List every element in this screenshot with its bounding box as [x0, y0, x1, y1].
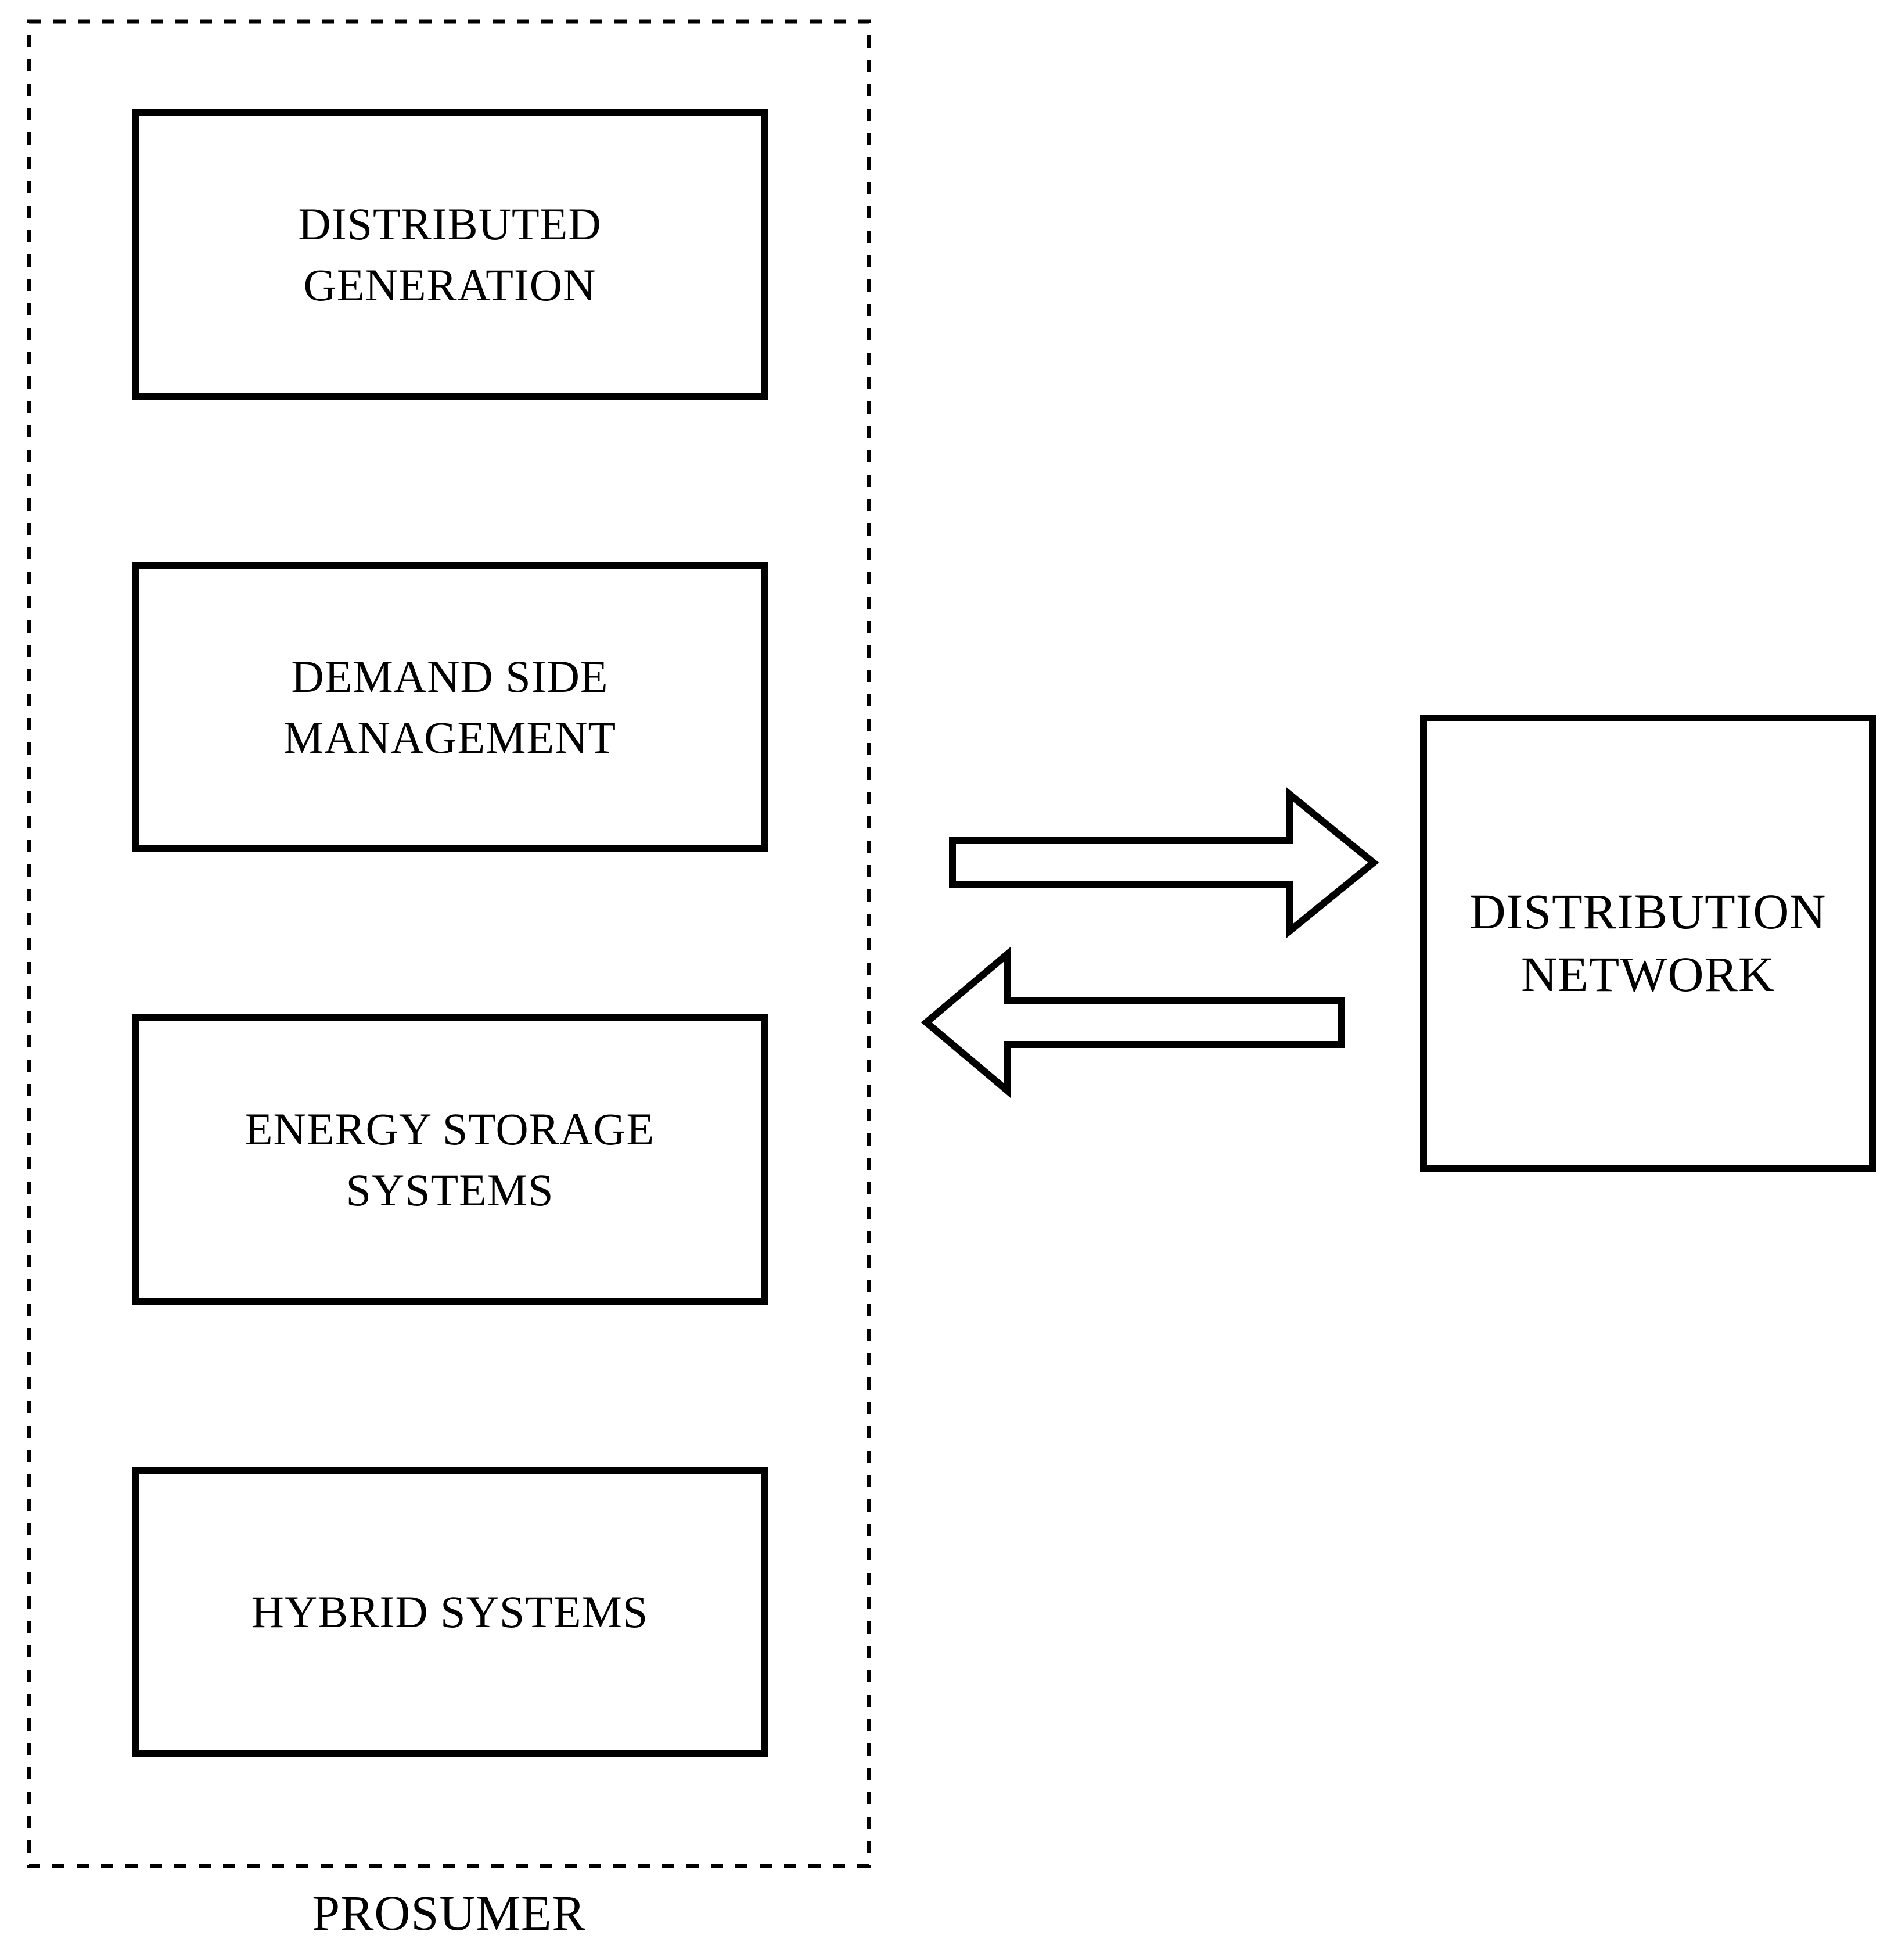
box-hybrid-systems: HYBRID SYSTEMS: [132, 1467, 768, 1757]
box-demand-side-management: DEMAND SIDE MANAGEMENT: [132, 562, 768, 852]
box-label: DISTRIBUTED GENERATION: [298, 198, 602, 310]
block-arrow-left-icon: [921, 946, 1345, 1099]
prosumer-boundary: [27, 19, 871, 1868]
box-distributed-generation: DISTRIBUTED GENERATION: [132, 109, 768, 400]
box-distribution-network: DISTRIBUTION NETWORK: [1420, 715, 1876, 1172]
block-arrow-right-icon: [949, 787, 1379, 939]
box-label: ENERGY STORAGE SYSTEMS: [245, 1103, 655, 1215]
box-label: DISTRIBUTION NETWORK: [1469, 884, 1827, 1002]
prosumer-label: PROSUMER: [312, 1885, 586, 1941]
box-label: HYBRID SYSTEMS: [251, 1586, 649, 1638]
box-label: DEMAND SIDE MANAGEMENT: [283, 651, 617, 763]
box-energy-storage-systems: ENERGY STORAGE SYSTEMS: [132, 1014, 768, 1305]
